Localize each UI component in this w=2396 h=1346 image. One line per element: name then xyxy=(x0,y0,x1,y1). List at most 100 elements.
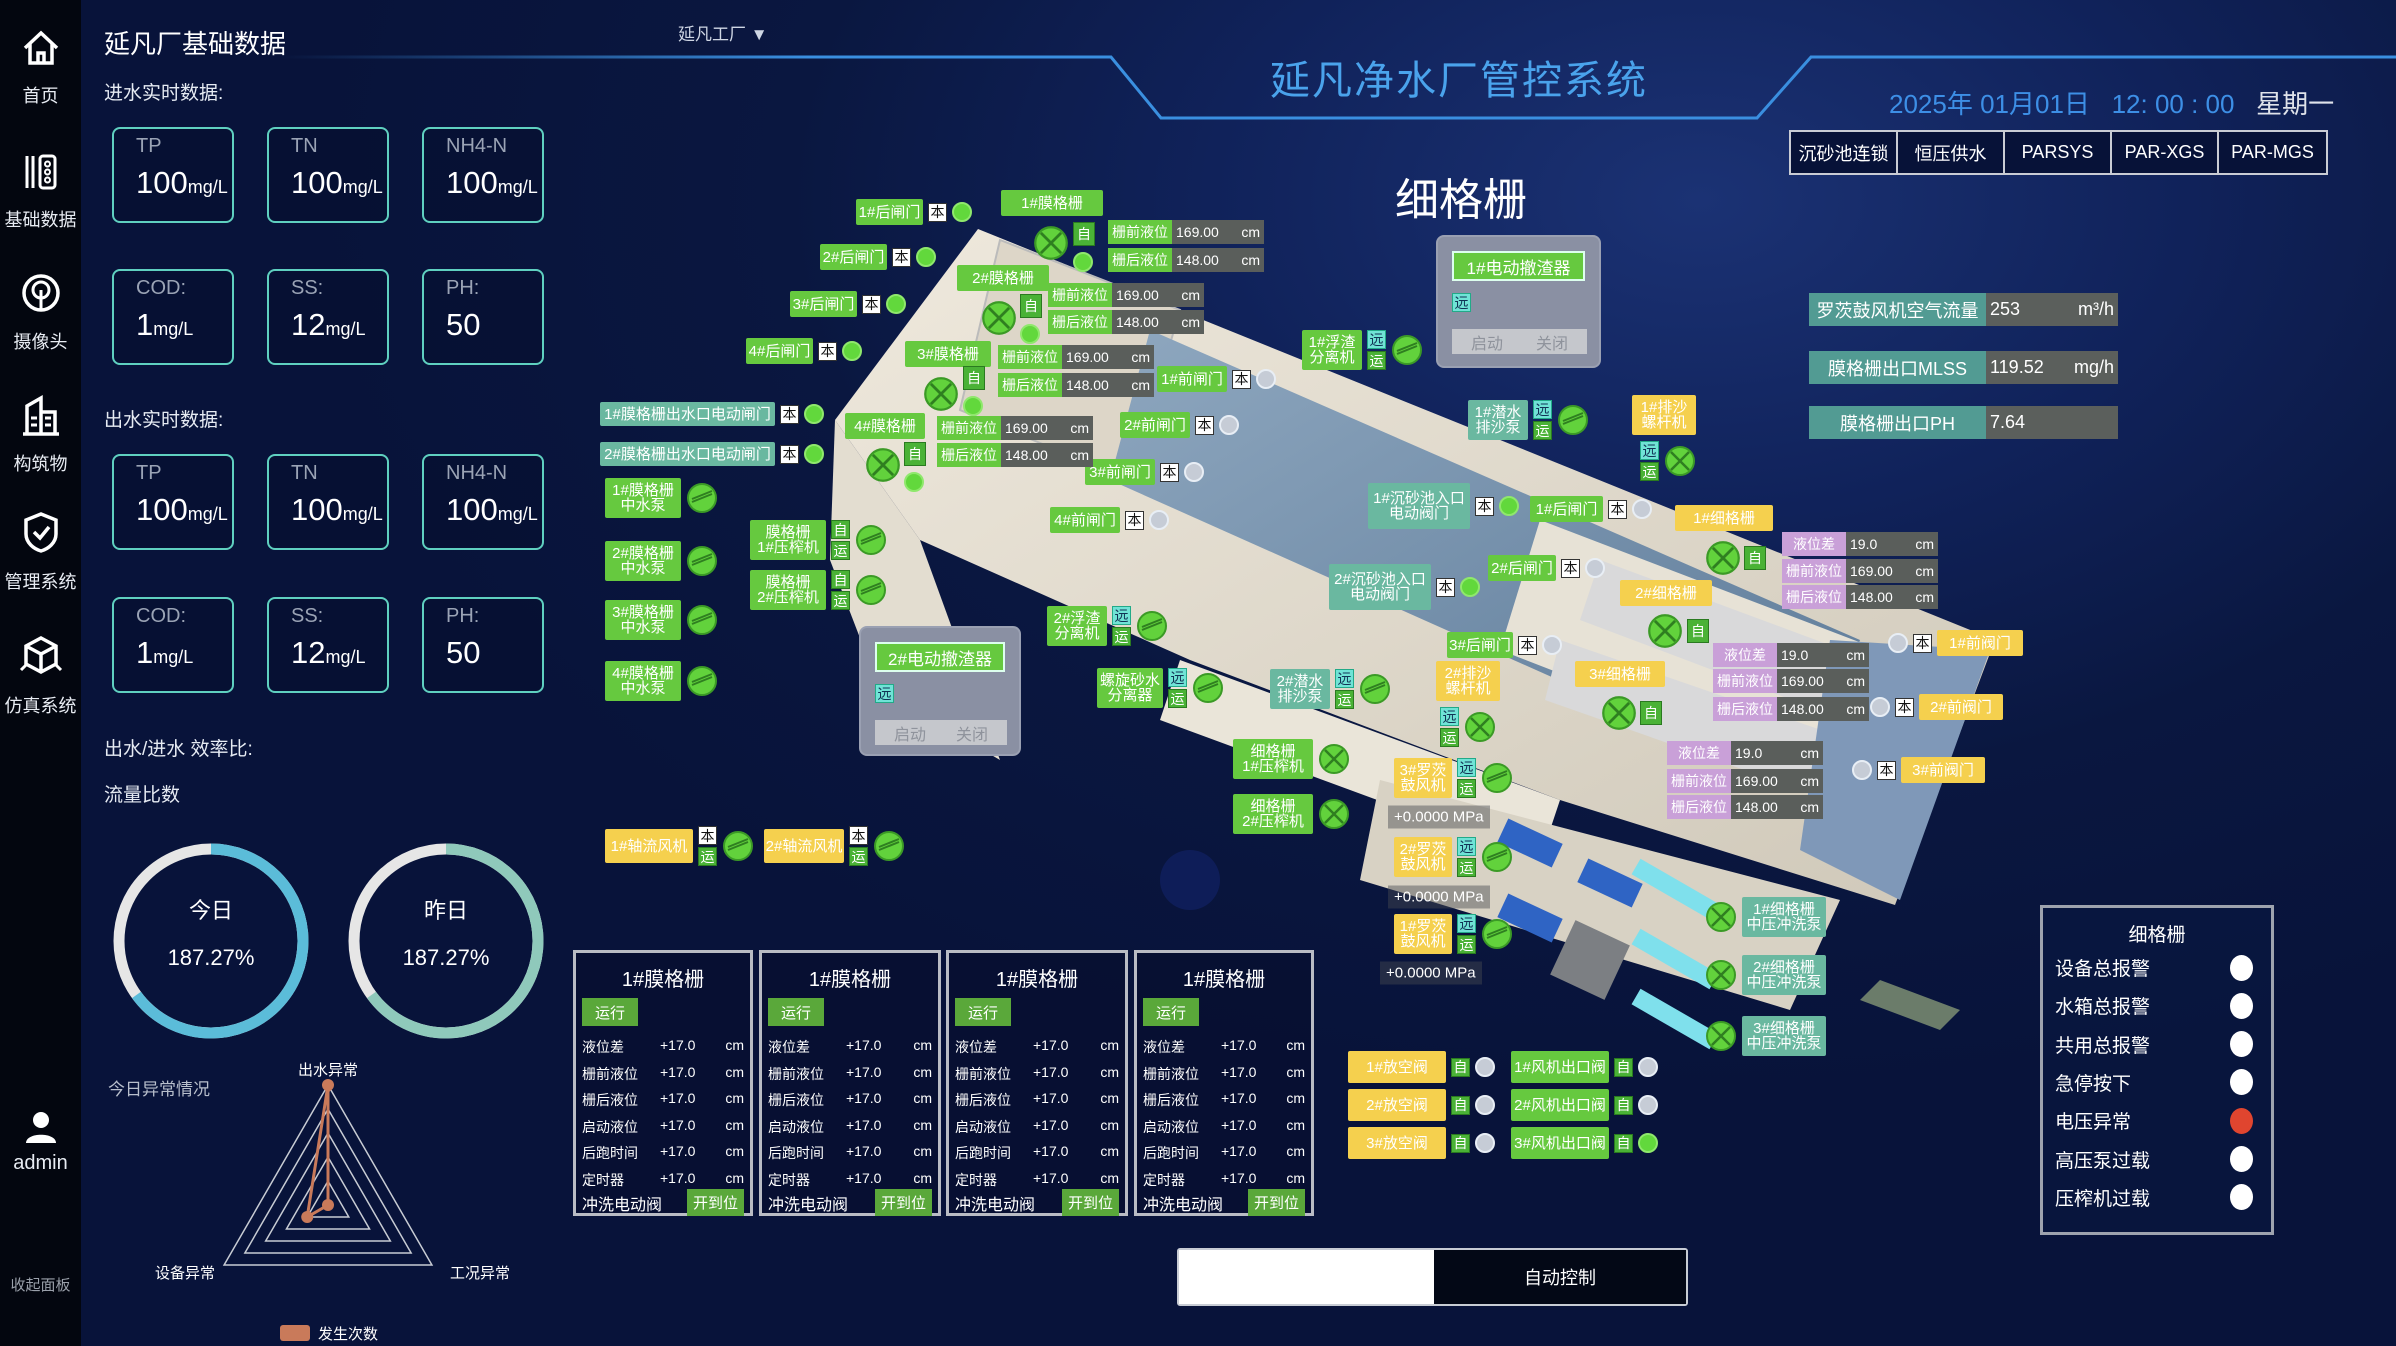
valve-icon[interactable] xyxy=(981,300,1017,336)
equipment-label[interactable]: 3#风机出口阀 xyxy=(1511,1127,1609,1159)
factory-select[interactable]: 延凡工厂 ▼ xyxy=(678,20,768,45)
sidebar-item-basic-data[interactable]: 基础数据 xyxy=(0,152,81,232)
valve-icon[interactable] xyxy=(1318,798,1350,830)
valve-icon[interactable] xyxy=(1033,225,1069,261)
tab-parsys[interactable]: PARSYS xyxy=(2005,132,2112,173)
valve-icon[interactable] xyxy=(923,376,959,412)
equipment-label[interactable]: 2#细格栅 中压冲洗泵 xyxy=(1742,955,1826,995)
equipment-label[interactable]: 膜格栅 1#压榨机 xyxy=(750,520,826,560)
pump-icon[interactable] xyxy=(855,524,887,556)
flush-valve-status[interactable]: 开到位 xyxy=(1061,1189,1119,1216)
equipment-label[interactable]: 1#放空阀 xyxy=(1348,1051,1446,1083)
flush-valve-status[interactable]: 开到位 xyxy=(1247,1189,1305,1216)
run-status-button[interactable]: 运行 xyxy=(1143,998,1199,1026)
equipment-label[interactable]: 2#放空阀 xyxy=(1348,1089,1446,1121)
equipment-label[interactable]: 2#膜格栅出水口电动闸门 xyxy=(600,442,775,466)
flush-valve-status[interactable]: 开到位 xyxy=(686,1189,744,1216)
pump-icon[interactable] xyxy=(1481,762,1513,794)
equipment-label[interactable]: 2#前闸门 xyxy=(1120,412,1190,438)
equipment-label[interactable]: 1#膜格栅 xyxy=(1001,190,1103,216)
equipment-label[interactable]: 1#前阀门 xyxy=(1937,630,2023,656)
equipment-label[interactable]: 2#浮渣 分离机 xyxy=(1047,606,1107,646)
tab-constant-pressure[interactable]: 恒压供水 xyxy=(1898,132,2005,173)
equipment-label[interactable]: 1#膜格栅 中水泵 xyxy=(605,478,681,518)
equipment-label[interactable]: 3#前阀门 xyxy=(1901,757,1985,783)
valve-icon[interactable] xyxy=(1705,540,1741,576)
stop-button[interactable]: 关闭 xyxy=(1517,329,1587,354)
equipment-label[interactable]: 3#前闸门 xyxy=(1085,459,1155,485)
stop-button[interactable]: 关闭 xyxy=(937,720,1007,745)
equipment-label[interactable]: 3#膜格栅 中水泵 xyxy=(605,600,681,640)
equipment-label[interactable]: 2#后闸门 xyxy=(1488,555,1556,581)
user-profile[interactable]: admin xyxy=(0,1110,81,1175)
valve-icon[interactable] xyxy=(865,447,901,483)
equipment-label[interactable]: 1#排沙 螺杆机 xyxy=(1632,395,1696,435)
equipment-label[interactable]: 3#放空阀 xyxy=(1348,1127,1446,1159)
equipment-label[interactable]: 2#前阀门 xyxy=(1919,694,2003,720)
equipment-label[interactable]: 2#罗茨 鼓风机 xyxy=(1394,837,1452,877)
sidebar-item-simulation[interactable]: 仿真系统 xyxy=(0,634,81,718)
valve-icon[interactable] xyxy=(1318,743,1350,775)
collapse-panel-button[interactable]: 收起面板 xyxy=(10,1277,71,1294)
pump-icon[interactable] xyxy=(1557,404,1589,436)
equipment-label[interactable]: 2#风机出口阀 xyxy=(1511,1089,1609,1121)
pump-icon[interactable] xyxy=(1359,673,1391,705)
equipment-label[interactable]: 细格栅 1#压榨机 xyxy=(1233,739,1313,779)
equipment-label[interactable]: 1#后闸门 xyxy=(1530,496,1603,522)
valve-icon[interactable] xyxy=(1464,711,1496,743)
pump-icon[interactable] xyxy=(1391,334,1423,366)
pump-icon[interactable] xyxy=(1136,610,1168,642)
equipment-label[interactable]: 3#细格栅 xyxy=(1575,661,1665,687)
equipment-label[interactable]: 1#细格栅 中压冲洗泵 xyxy=(1742,897,1826,937)
pump-icon[interactable] xyxy=(686,545,718,577)
equipment-label[interactable]: 2#膜格栅 中水泵 xyxy=(605,541,681,581)
pump-icon[interactable] xyxy=(855,574,887,606)
equipment-label[interactable]: 1#沉砂池入口 电动阀门 xyxy=(1368,483,1470,529)
equipment-label[interactable]: 1#轴流风机 xyxy=(605,829,693,863)
equipment-label[interactable]: 2#细格栅 xyxy=(1620,580,1712,606)
tab-par-mgs[interactable]: PAR-MGS xyxy=(2219,132,2326,173)
equipment-label[interactable]: 3#细格栅 中压冲洗泵 xyxy=(1742,1016,1826,1056)
equipment-label[interactable]: 3#后闸门 xyxy=(790,291,857,317)
equipment-label[interactable]: 3#罗茨 鼓风机 xyxy=(1394,758,1452,798)
pump-icon[interactable] xyxy=(1192,672,1224,704)
start-button[interactable]: 启动 xyxy=(1452,329,1522,354)
run-status-button[interactable]: 运行 xyxy=(768,998,824,1026)
equipment-label[interactable]: 3#后闸门 xyxy=(1447,632,1513,658)
sidebar-item-management[interactable]: 管理系统 xyxy=(0,510,81,594)
equipment-label[interactable]: 螺旋砂水 分离器 xyxy=(1097,668,1163,708)
equipment-label[interactable]: 1#前闸门 xyxy=(1157,366,1227,392)
run-status-button[interactable]: 运行 xyxy=(955,998,1011,1026)
valve-icon[interactable] xyxy=(1647,613,1683,649)
pump-icon[interactable] xyxy=(686,482,718,514)
equipment-label[interactable]: 细格栅 2#压榨机 xyxy=(1233,794,1313,834)
equipment-label[interactable]: 膜格栅 2#压榨机 xyxy=(750,570,826,610)
equipment-label[interactable]: 4#前闸门 xyxy=(1050,507,1120,533)
manual-mode-button[interactable] xyxy=(1179,1250,1434,1304)
equipment-label[interactable]: 1#潜水 排沙泵 xyxy=(1468,400,1528,440)
equipment-label[interactable]: 1#膜格栅出水口电动闸门 xyxy=(600,402,775,426)
equipment-label[interactable]: 2#膜格栅 xyxy=(957,265,1049,291)
flush-valve-status[interactable]: 开到位 xyxy=(874,1189,932,1216)
sidebar-item-structures[interactable]: 构筑物 xyxy=(0,394,81,476)
pump-icon[interactable] xyxy=(686,604,718,636)
valve-icon[interactable] xyxy=(1664,445,1696,477)
equipment-label[interactable]: 2#沉砂池入口 电动阀门 xyxy=(1329,564,1431,610)
equipment-label[interactable]: 4#膜格栅 xyxy=(845,413,925,439)
equipment-label[interactable]: 4#后闸门 xyxy=(746,338,813,364)
equipment-label[interactable]: 2#轴流风机 xyxy=(764,829,844,863)
equipment-label[interactable]: 2#潜水 排沙泵 xyxy=(1270,669,1330,709)
equipment-label[interactable]: 2#后闸门 xyxy=(820,244,887,270)
valve-icon[interactable] xyxy=(1705,959,1737,991)
pump-icon[interactable] xyxy=(722,830,754,862)
valve-icon[interactable] xyxy=(1601,695,1637,731)
pump-icon[interactable] xyxy=(686,665,718,697)
sidebar-item-home[interactable]: 首页 xyxy=(0,28,81,108)
run-status-button[interactable]: 运行 xyxy=(582,998,638,1026)
pump-icon[interactable] xyxy=(873,830,905,862)
valve-icon[interactable] xyxy=(1705,1020,1737,1052)
equipment-label[interactable]: 4#膜格栅 中水泵 xyxy=(605,661,681,701)
equipment-label[interactable]: 1#罗茨 鼓风机 xyxy=(1394,914,1452,954)
equipment-label[interactable]: 1#细格栅 xyxy=(1675,505,1773,531)
pump-icon[interactable] xyxy=(1481,918,1513,950)
